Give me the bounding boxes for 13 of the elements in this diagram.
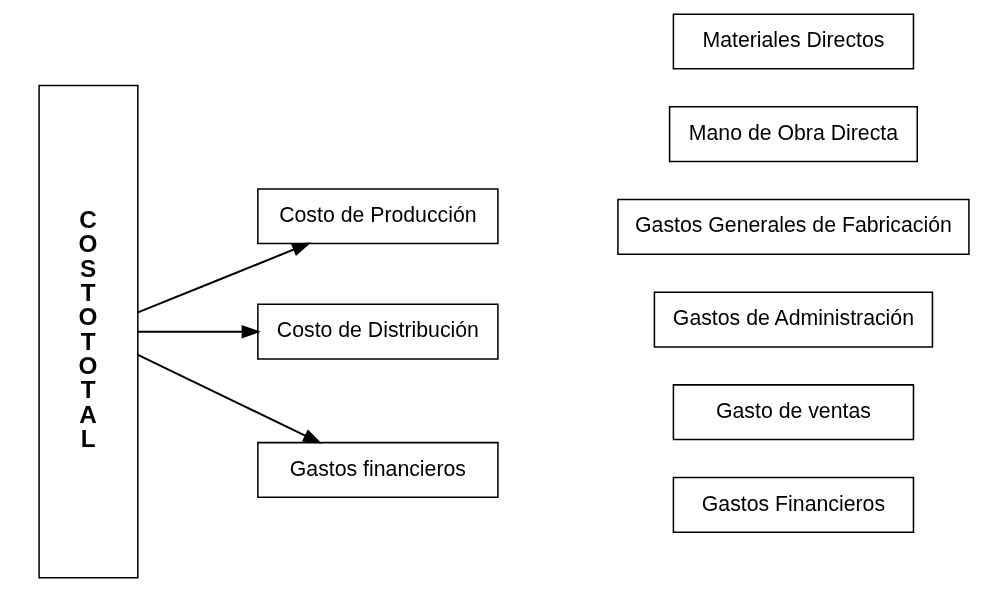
arrow — [136, 353, 323, 444]
node-box: Gasto de ventas — [672, 384, 915, 441]
arrow — [136, 325, 261, 339]
node-box: Mano de Obra Directa — [668, 106, 918, 163]
node-box: Gastos financieros — [257, 441, 499, 499]
node-box: Materiales Directos — [672, 13, 915, 70]
node-box: Gastos Financieros — [672, 476, 915, 533]
node-box: Costo de Distribución — [257, 303, 499, 360]
node-box: Gastos Generales de Fabricación — [617, 198, 970, 255]
arrow — [136, 242, 312, 314]
node-box: C O S T O T O T A L — [38, 84, 139, 579]
node-box: Costo de Producción — [257, 188, 499, 245]
node-box: Gastos de Administración — [653, 291, 934, 348]
